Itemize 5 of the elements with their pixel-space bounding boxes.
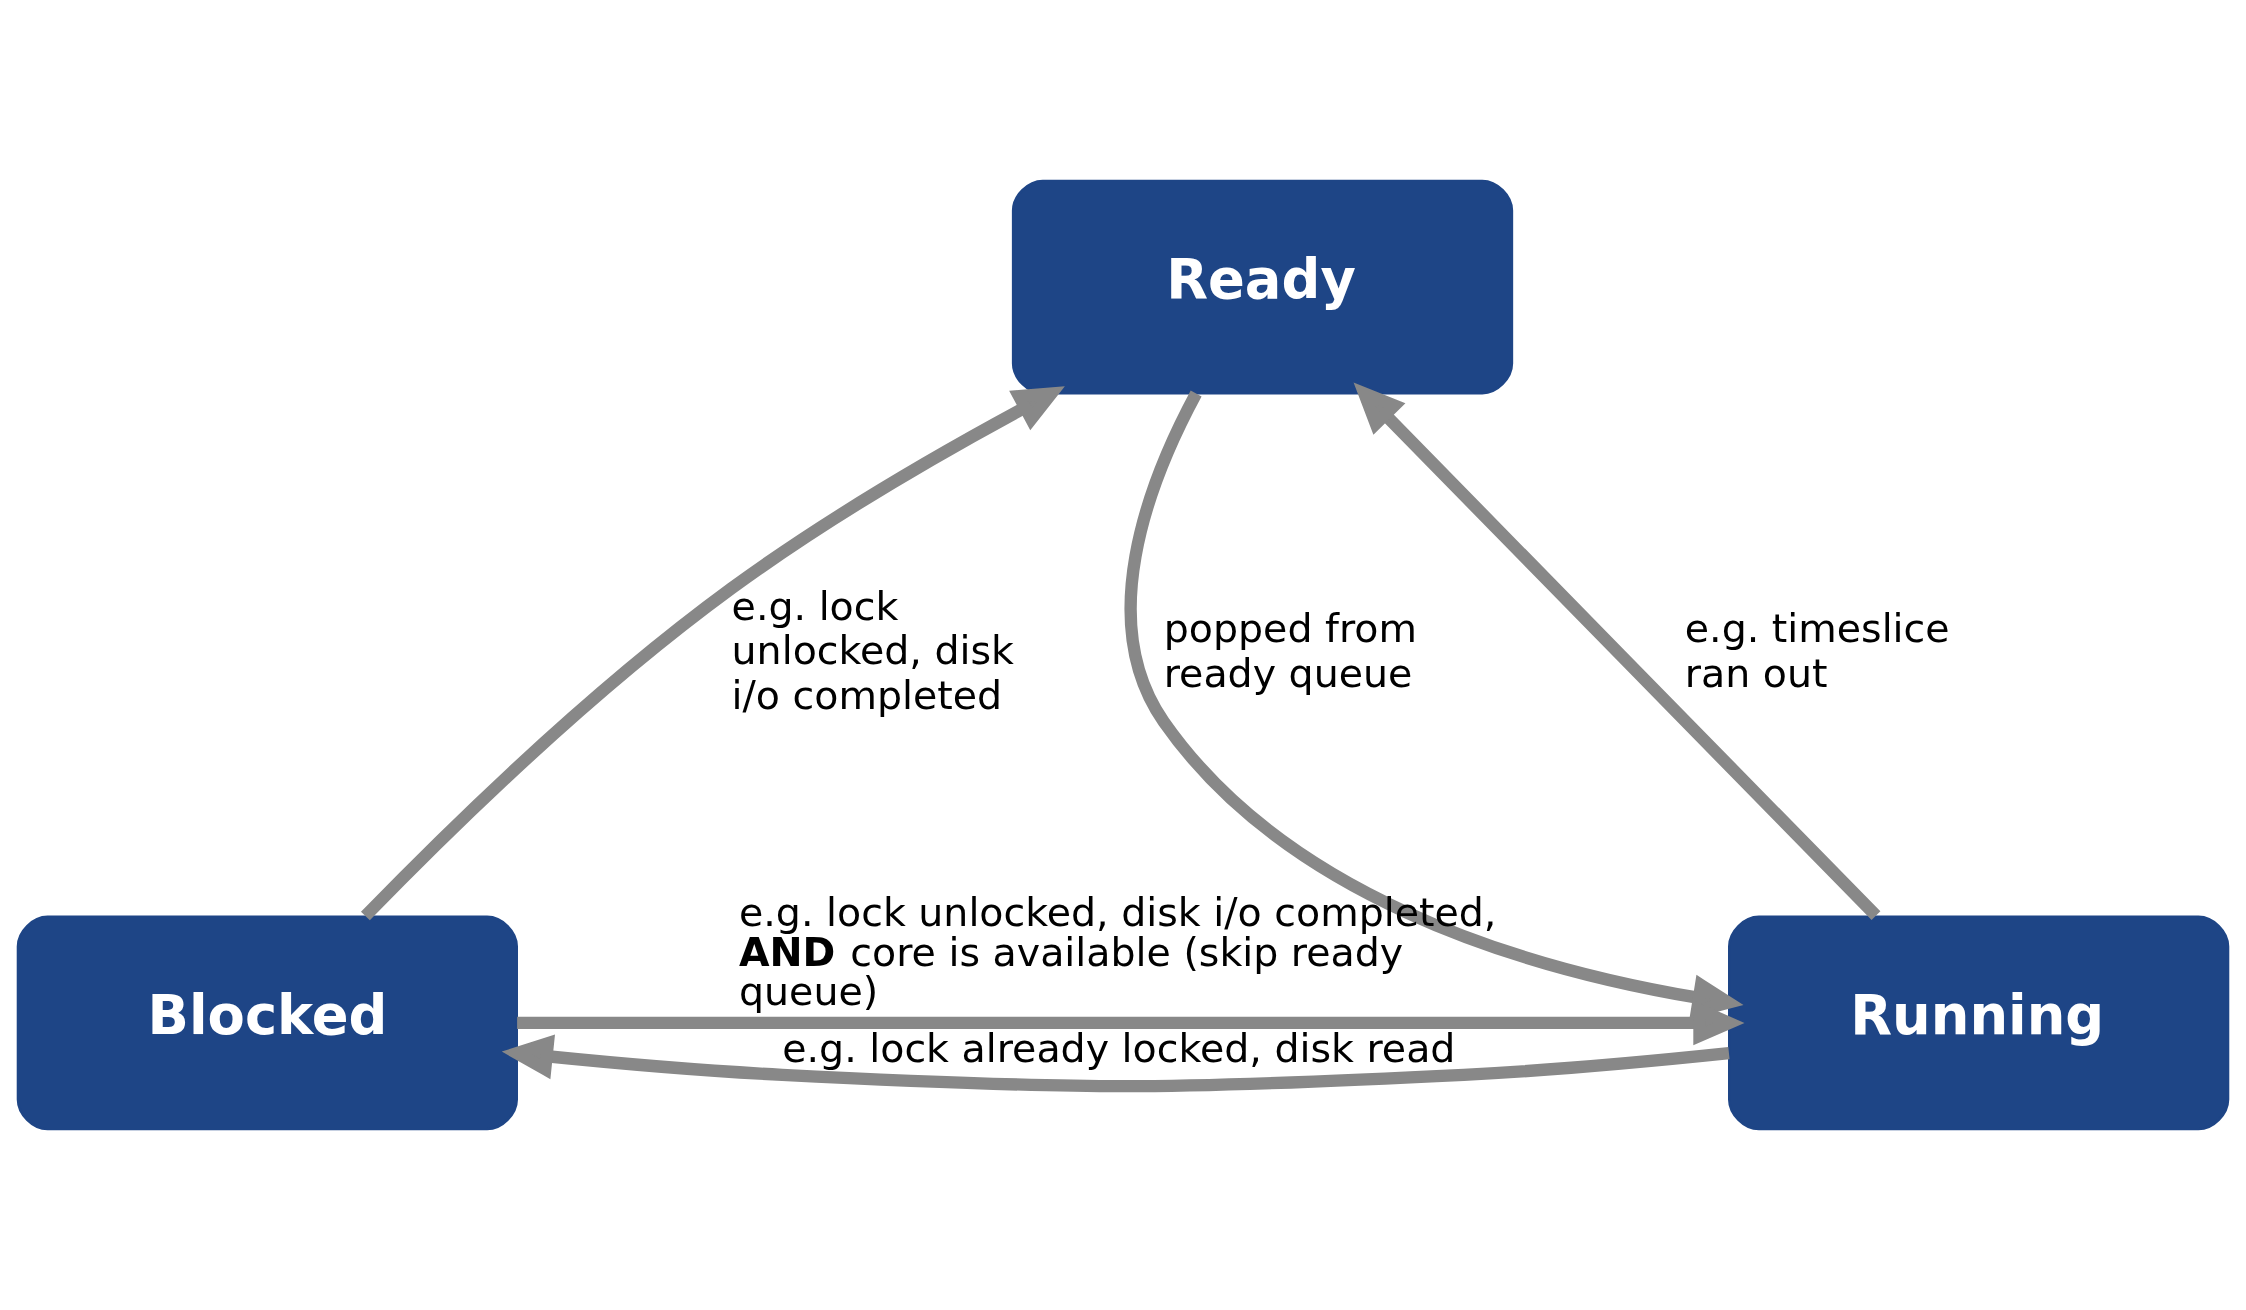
edge-label: e.g. lock already locked, disk read <box>782 1024 1456 1071</box>
edge-label: popped from ready queue <box>1163 605 1417 696</box>
edge-label: e.g. timeslice ran out <box>1684 605 1950 696</box>
edge-label: e.g. lock unlocked, disk i/o completed, AND core is available (skip ready queue) <box>739 889 1497 1015</box>
edge-label: e.g. lock unlocked, disk i/o completed <box>731 582 1014 718</box>
